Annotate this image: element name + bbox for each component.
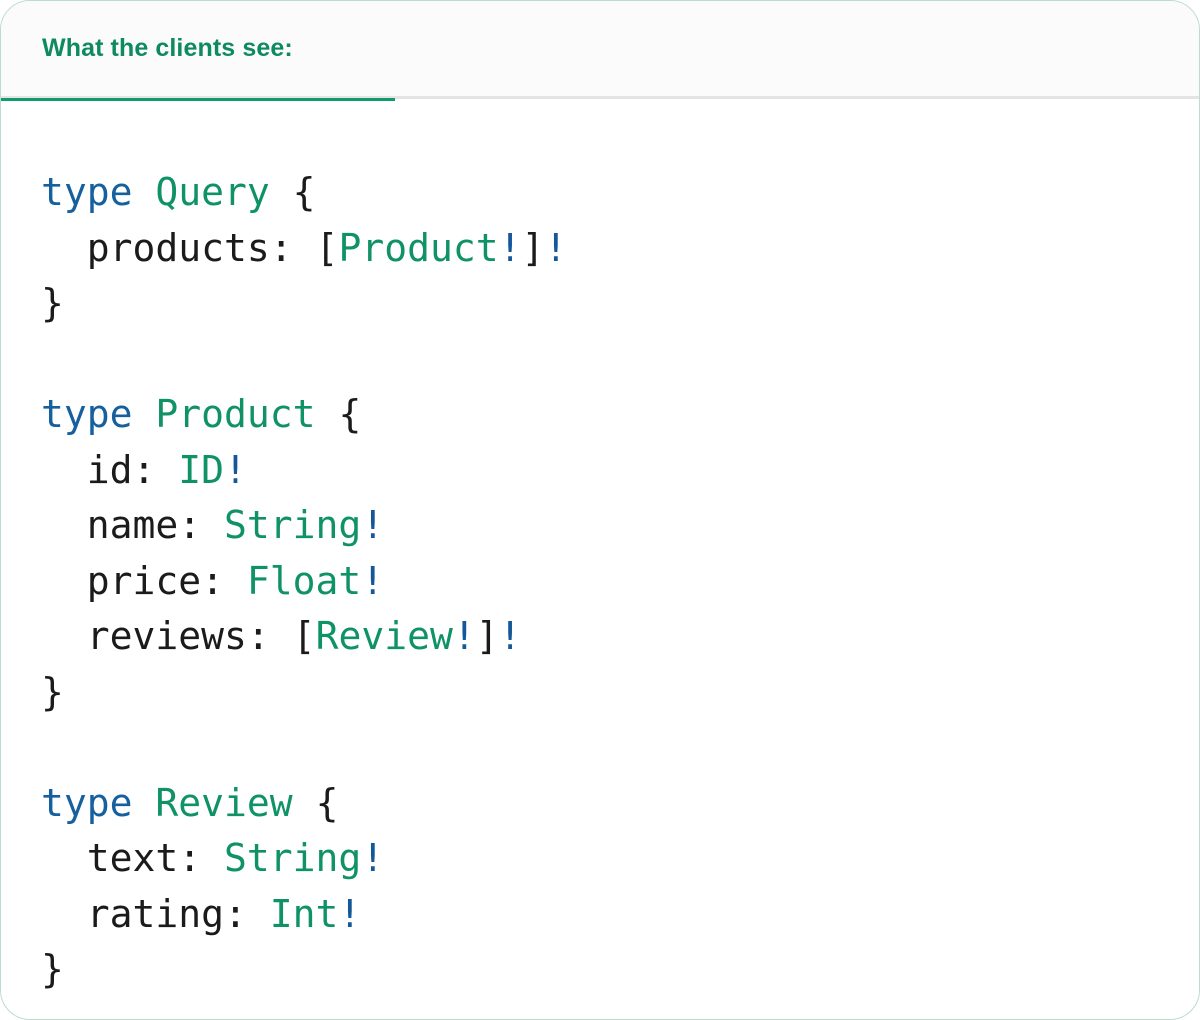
code-token-bang: ! [452, 614, 476, 658]
tab-label: What the clients see: [42, 34, 293, 62]
code-token-punct: [ [292, 614, 316, 658]
code-token-punct: } [41, 669, 64, 714]
code-line: reviews: [Review!]! [41, 609, 1159, 665]
code-token-type: Review [155, 780, 293, 825]
code-line [41, 332, 1159, 388]
code-line: price: Float! [41, 554, 1159, 610]
code-token-plain: text: [41, 836, 225, 880]
card-header: What the clients see: [1, 1, 1199, 101]
code-token-punct: ] [521, 225, 545, 270]
code-token-kw: type [41, 392, 133, 436]
code-token-type: Int [269, 891, 339, 936]
code-line: type Product { [41, 387, 1159, 443]
code-token-punct: { [315, 392, 362, 436]
code-token-kw: type [41, 170, 133, 214]
code-token-punct: } [41, 947, 64, 991]
code-token-bang: ! [361, 836, 385, 880]
code-line: id: ID! [41, 443, 1159, 499]
code-token-type: Product [338, 225, 499, 270]
code-token-type: Review [315, 614, 453, 658]
code-line [41, 720, 1159, 776]
code-token-type: Float [246, 558, 362, 603]
code-token-bang: ! [498, 225, 522, 270]
code-token-type: Product [155, 392, 316, 436]
code-token-punct: { [292, 780, 339, 825]
code-token-kw: type [41, 780, 133, 825]
code-root: type Query { products: [Product!]!} type… [41, 165, 1159, 998]
code-line: } [41, 665, 1159, 721]
code-token-plain: rating: [41, 891, 270, 936]
code-token-bang: ! [224, 447, 247, 492]
code-token-bang: ! [361, 503, 385, 547]
code-token-bang: ! [338, 891, 362, 936]
code-line: } [41, 942, 1159, 998]
code-token-plain: price: [41, 558, 247, 603]
code-token-plain [133, 392, 156, 436]
code-token-plain: products: [41, 225, 316, 270]
code-token-type: String [224, 836, 362, 880]
code-token-plain: id: [41, 447, 179, 492]
code-token-plain [133, 170, 156, 214]
code-token-type: ID [178, 447, 225, 492]
code-line: } [41, 276, 1159, 332]
code-token-type: String [224, 503, 362, 547]
code-body: type Query { products: [Product!]!} type… [1, 99, 1199, 998]
code-line: products: [Product!]! [41, 221, 1159, 277]
code-token-bang: ! [544, 225, 568, 270]
code-token-plain: reviews: [41, 614, 293, 658]
code-token-plain: name: [41, 503, 225, 547]
code-line: text: String! [41, 831, 1159, 887]
tab-what-the-clients-see[interactable]: What the clients see: [1, 1, 395, 101]
code-token-punct: } [41, 281, 64, 325]
code-token-punct: [ [315, 225, 339, 270]
code-line: rating: Int! [41, 887, 1159, 943]
graphql-schema-code: type Query { products: [Product!]!} type… [41, 165, 1159, 998]
code-token-punct: { [269, 170, 316, 214]
code-line: type Review { [41, 776, 1159, 832]
code-token-type: Query [155, 170, 270, 214]
code-line: type Query { [41, 165, 1159, 221]
code-token-bang: ! [361, 558, 385, 603]
code-token-punct: ] [475, 614, 499, 658]
code-line: name: String! [41, 498, 1159, 554]
code-token-bang: ! [498, 614, 522, 658]
code-token-plain [133, 781, 156, 825]
